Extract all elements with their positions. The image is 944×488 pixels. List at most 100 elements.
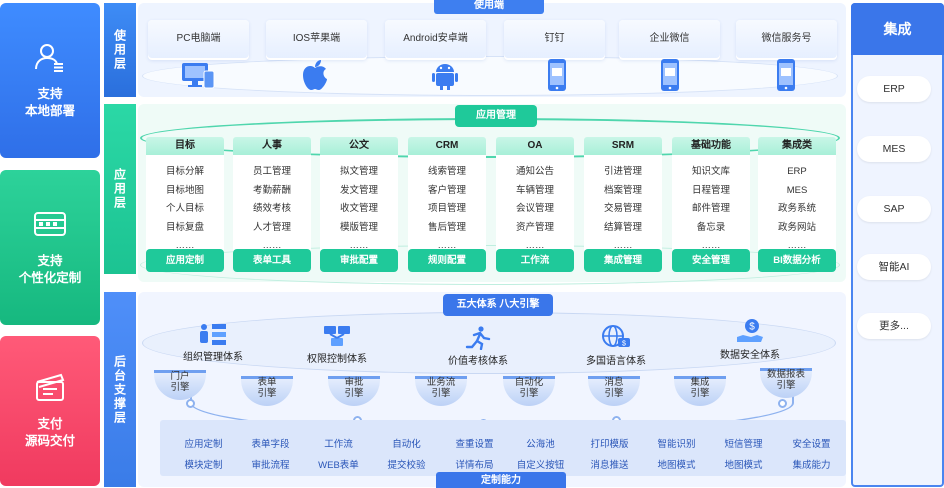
svg-text:$: $	[622, 341, 626, 348]
endpoint-label: IOS苹果端	[266, 20, 367, 58]
app-column-button[interactable]: BI数据分析	[758, 249, 836, 272]
integration-ai[interactable]: 智能AI	[857, 254, 931, 280]
custom-capability-item[interactable]: 查重设置	[455, 439, 494, 450]
integration-more[interactable]: 更多...	[857, 313, 931, 339]
arc-node	[186, 399, 195, 408]
engine-label-line2: 引擎	[604, 388, 624, 399]
engine-label: 集成引擎	[668, 377, 732, 399]
engine-bowl: 集成引擎	[668, 374, 732, 408]
system-label: 组织管理体系	[183, 352, 243, 363]
engine-bowl: 审批引擎	[322, 374, 386, 408]
app-column-button[interactable]: 应用定制	[146, 249, 224, 272]
engine-label-line1: 审批	[344, 377, 364, 388]
engine-label-line1: 集成	[690, 377, 710, 388]
endpoint-pc: PC电脑端	[148, 20, 249, 60]
custom-capability-item[interactable]: WEB表单	[318, 460, 359, 471]
engine-bowl: 数据报表引擎	[754, 366, 818, 400]
arc-node	[778, 399, 787, 408]
app-column-item: 知识文库	[691, 166, 730, 177]
endpoint-label: 微信服务号	[736, 20, 837, 58]
film-icon	[33, 209, 67, 239]
app-ring-bottom	[140, 245, 840, 285]
app-column-button[interactable]: 集成管理	[584, 249, 662, 272]
endpoint-wechat: 微信服务号	[736, 20, 837, 60]
system-label: 权限控制体系	[307, 354, 367, 365]
custom-capability-item[interactable]: 模块定制	[184, 460, 223, 471]
app-column-item: 售后管理	[427, 221, 466, 233]
app-column-item: 绩效考核	[252, 203, 291, 214]
card-local-deploy: 支持 本地部署	[0, 3, 100, 158]
app-column-item: 结算管理	[603, 221, 642, 233]
system-language: $ 多国语言体系	[581, 322, 651, 367]
custom-capability-item[interactable]: 工作流	[324, 439, 353, 450]
app-column-button[interactable]: 审批配置	[320, 249, 398, 272]
custom-capability-item[interactable]: 地图模式	[657, 460, 696, 471]
app-column: 公文拟文管理发文管理收文管理模版管理……审批配置	[320, 137, 398, 272]
app-column-item: ……	[262, 240, 282, 251]
app-column-item: ……	[349, 240, 369, 251]
app-column-item: ……	[525, 240, 545, 251]
integration-title: 集成	[851, 3, 944, 55]
endpoint-android: Android安卓端	[385, 20, 486, 60]
integration-mes[interactable]: MES	[857, 136, 931, 162]
app-column-item: 模版管理	[339, 221, 378, 233]
app-column-button[interactable]: 规则配置	[408, 249, 486, 272]
customization-box	[160, 420, 846, 476]
engine-label-line1: 门户	[170, 371, 190, 382]
custom-capability-item[interactable]: 应用定制	[184, 439, 223, 450]
app-column-item: ……	[787, 240, 807, 251]
engine-label-line2: 引擎	[431, 388, 451, 399]
engine-label: 消息引擎	[582, 377, 646, 399]
card-source-code: 支付 源码交付	[0, 336, 100, 486]
app-column-button[interactable]: 表单工具	[233, 249, 311, 272]
custom-capability-item[interactable]: 安全设置	[792, 439, 831, 450]
system-permission: 权限控制体系	[302, 320, 372, 365]
card-line1: 支持	[37, 253, 63, 268]
app-column-item: 员工管理	[252, 166, 291, 177]
system-performance: 价值考核体系	[443, 322, 513, 367]
custom-capability-item[interactable]: 智能识别	[657, 439, 696, 450]
clapperboard-icon	[33, 372, 67, 402]
custom-capability-item[interactable]: 地图模式	[724, 460, 763, 471]
custom-capability-item[interactable]: 详情布局	[455, 460, 494, 471]
custom-capability-item[interactable]: 打印模版	[590, 439, 629, 450]
custom-capability-item[interactable]: 集成能力	[792, 460, 831, 471]
custom-capability-item[interactable]: 自定义按钮	[516, 460, 565, 471]
desktop-icon	[181, 58, 215, 92]
app-column-item: MES	[786, 184, 808, 196]
custom-capability-item[interactable]: 表单字段	[251, 439, 290, 450]
engine-label-line1: 数据报表	[766, 369, 805, 380]
app-column-button[interactable]: 工作流	[496, 249, 574, 272]
app-column-item: 引进管理	[603, 166, 642, 177]
engine-label-line2: 引擎	[519, 388, 539, 399]
system-security: $ 数据安全体系	[715, 316, 785, 361]
running-icon	[443, 322, 513, 350]
system-org: 组织管理体系	[178, 318, 248, 363]
app-column-head: SRM	[584, 137, 662, 155]
app-column-button[interactable]: 安全管理	[672, 249, 750, 272]
app-column-item: 收文管理	[339, 203, 378, 214]
engine-label-line2: 引擎	[170, 382, 190, 393]
engine-label: 数据报表引擎	[754, 369, 818, 391]
integration-erp[interactable]: ERP	[857, 76, 931, 102]
engine-label-line2: 引擎	[776, 380, 796, 391]
custom-capability-item[interactable]: 提交校验	[387, 460, 426, 471]
custom-capability-item[interactable]: 审批流程	[251, 460, 290, 471]
user-icon	[33, 42, 67, 72]
app-column-item: ……	[437, 240, 457, 251]
app-column-item: 邮件管理	[691, 203, 730, 214]
app-column-item: 项目管理	[427, 203, 466, 214]
system-label: 价值考核体系	[448, 356, 508, 367]
custom-capability-item[interactable]: 消息推送	[590, 460, 629, 471]
app-column-item: 日程管理	[691, 184, 730, 196]
custom-capability-item[interactable]: 公海池	[526, 439, 555, 450]
custom-capability-item[interactable]: 自动化	[392, 439, 421, 450]
integration-sap[interactable]: SAP	[857, 196, 931, 222]
layer-application-label: 应用层	[104, 104, 136, 274]
custom-capability-item[interactable]: 短信管理	[724, 439, 763, 450]
endpoint-wecom: 企业微信	[619, 20, 720, 60]
system-label: 数据安全体系	[720, 350, 780, 361]
card-custom: 支持 个性化定制	[0, 170, 100, 325]
globe-icon: $	[581, 322, 651, 350]
